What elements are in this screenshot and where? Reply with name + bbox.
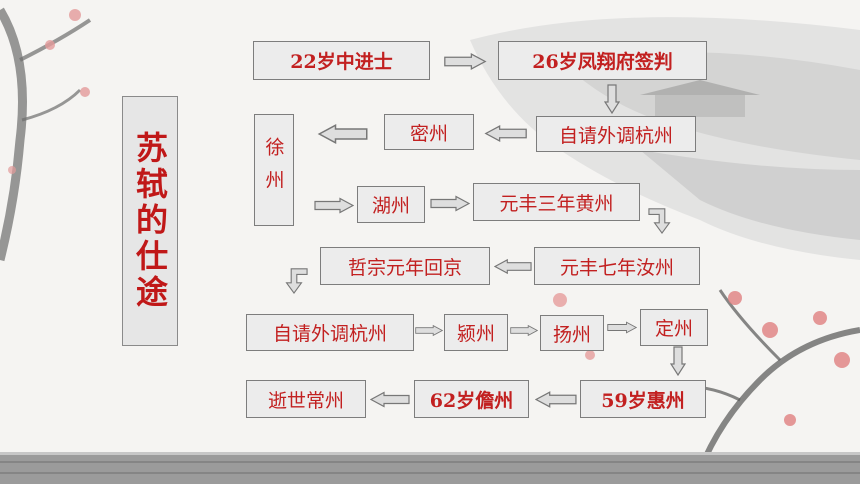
node-hangzhou-1: 自请外调杭州 [536, 116, 696, 152]
arrow-left [370, 391, 410, 408]
node-yangzhou: 扬州 [540, 315, 604, 351]
arrow-turn-down [285, 268, 308, 294]
node-huangzhou: 元丰三年黄州 [473, 183, 640, 221]
arrow-down [604, 84, 620, 114]
arrow-left-long [318, 124, 368, 144]
node-26-fengxiang: 26岁凤翔府签判 [498, 41, 707, 80]
arrow-right [444, 53, 486, 70]
arrow-left [485, 125, 527, 142]
node-huizhou-59: 59岁惠州 [580, 380, 706, 418]
arrow-right [314, 197, 354, 214]
node-danzhou-62: 62岁儋州 [414, 380, 529, 418]
arrow-left [494, 259, 532, 274]
page-title: 苏轼的仕途 [131, 131, 169, 311]
node-22-jinshi: 22岁中进士 [253, 41, 430, 80]
node-changzhou: 逝世常州 [246, 380, 366, 418]
arrow-right [415, 325, 443, 336]
node-xuzhou: 徐州 [254, 114, 294, 226]
arrow-right [510, 325, 538, 336]
arrow-right [607, 321, 637, 334]
arrow-left [535, 391, 577, 408]
title-box: 苏轼的仕途 [122, 96, 178, 346]
node-huzhou: 湖州 [357, 186, 425, 223]
node-yingzhou: 颍州 [444, 314, 508, 351]
arrow-down [670, 346, 686, 376]
arrow-turn-down [648, 208, 671, 234]
arrow-right [430, 195, 470, 212]
node-dingzhou: 定州 [640, 309, 708, 346]
node-mizhou: 密州 [384, 114, 474, 150]
node-ruzhou: 元丰七年汝州 [534, 247, 700, 285]
node-hangzhou-2: 自请外调杭州 [246, 314, 414, 351]
node-huijing: 哲宗元年回京 [320, 247, 490, 285]
